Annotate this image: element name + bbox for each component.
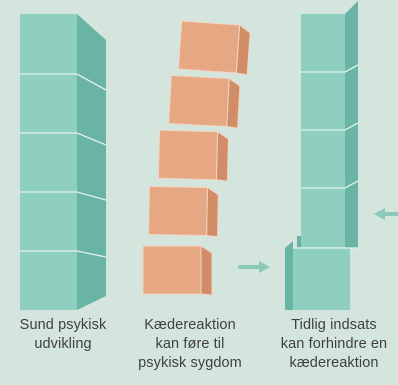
tower-front-face <box>301 14 345 248</box>
stacked-block <box>20 251 77 310</box>
stacked-block <box>177 20 251 76</box>
chain-reaction-tower <box>142 20 251 296</box>
caption-line: Tidlig indsats <box>291 317 377 333</box>
healthy-development-caption: Sund psykisk udvikling <box>0 316 128 354</box>
stacked-block <box>168 74 241 129</box>
stacked-block <box>142 245 213 296</box>
block-divider <box>20 73 107 91</box>
caption-line: Kædereaktion <box>144 317 236 333</box>
stacked-block <box>20 192 77 251</box>
block-divider <box>20 132 107 146</box>
push-arrow-left-icon <box>374 208 398 220</box>
stacked-block <box>157 129 229 182</box>
block-divider <box>301 180 359 189</box>
tower-front-face <box>20 14 77 310</box>
caption-line: psykisk sygdom <box>138 355 242 371</box>
caption-line: udvikling <box>34 336 92 352</box>
push-arrow-right-icon <box>238 261 270 273</box>
block-divider <box>20 191 107 201</box>
chain-reaction-caption: Kædereaktion kan føre til psykisk sygdom <box>125 316 255 373</box>
early-intervention-tower <box>285 1 359 310</box>
block-divider <box>301 122 359 131</box>
healthy-development-tower <box>20 14 107 310</box>
block-divider <box>20 250 107 258</box>
caption-line: kan forhindre en <box>280 336 388 352</box>
caption-line: kan føre til <box>155 336 225 352</box>
tower-side-face <box>77 14 106 310</box>
stacked-block <box>20 132 77 191</box>
stacked-block <box>20 14 77 73</box>
caption-line: Sund psykisk <box>19 317 107 333</box>
stacked-block <box>148 185 219 238</box>
stacked-block <box>285 241 350 310</box>
caption-line: kædereaktion <box>289 355 379 371</box>
stacked-block <box>20 73 77 132</box>
early-intervention-caption: Tidlig indsats kan forhindre en kædereak… <box>269 316 398 373</box>
block-divider <box>301 64 359 73</box>
